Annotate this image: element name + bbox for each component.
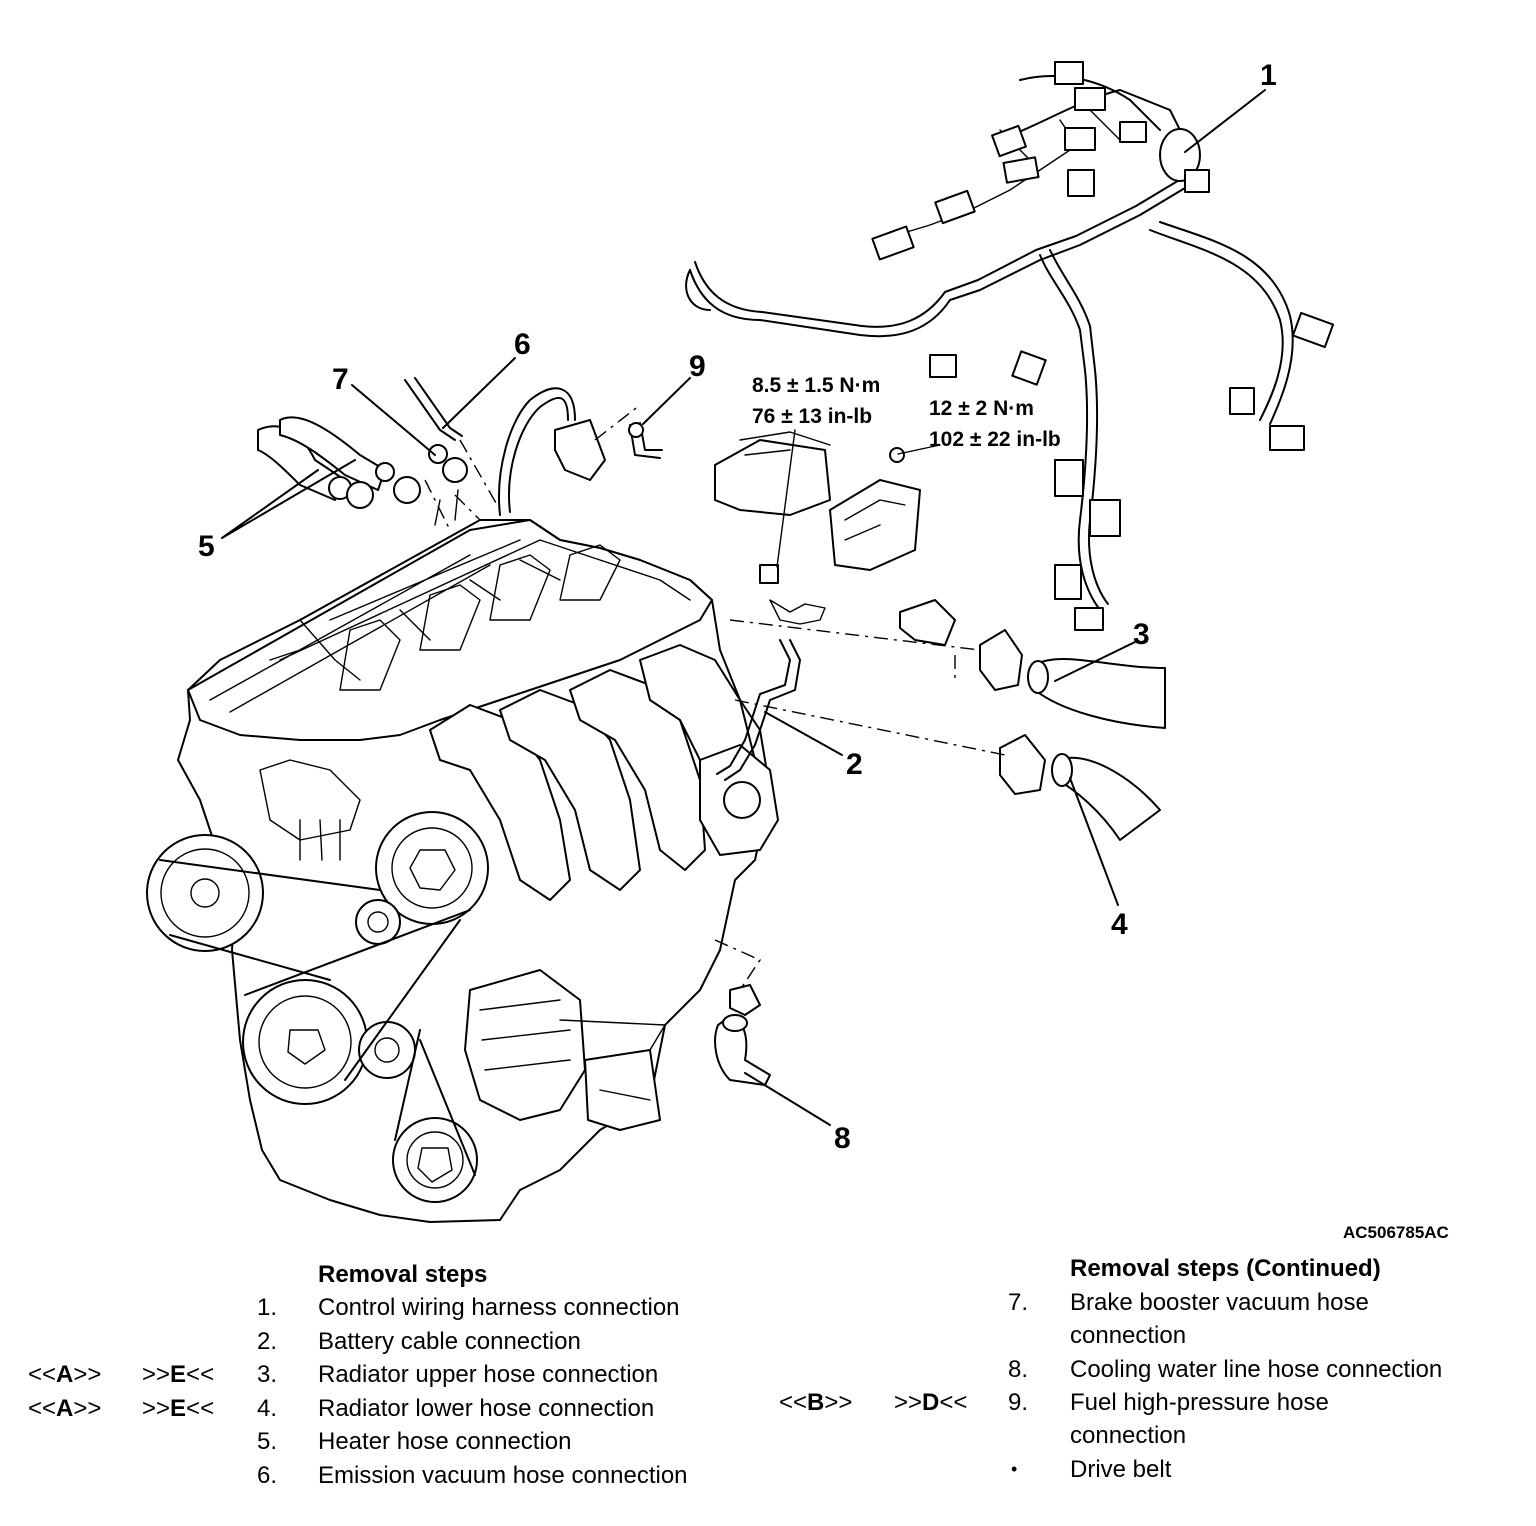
step-text-continued: connection [1070, 1322, 1187, 1349]
step-text: Heater hose connection [318, 1428, 572, 1455]
service-point-mark: <<B>> [779, 1389, 853, 1416]
torque-spec-2-imperial: 102 ± 22 in-lb [929, 428, 1061, 451]
callout-6: 6 [514, 328, 531, 361]
callout-1: 1 [1260, 59, 1277, 92]
callout-5: 5 [198, 530, 215, 563]
step-text: Battery cable connection [318, 1328, 581, 1355]
step-text: Control wiring harness connection [318, 1294, 680, 1321]
service-point-mark: >>E<< [142, 1395, 215, 1422]
step-text: Fuel high-pressure hose [1070, 1389, 1329, 1416]
callout-8: 8 [834, 1122, 851, 1155]
service-point-mark: >>E<< [142, 1361, 215, 1388]
engine-assembly [146, 519, 779, 1223]
step-text: Brake booster vacuum hose [1070, 1289, 1369, 1316]
step-number: 6. [257, 1462, 278, 1489]
engine-diagram: 1 2 3 4 5 6 7 8 9 8.5 ± 1.5 N·m 76 ± 13 … [146, 59, 1449, 1240]
step-number: 2. [257, 1328, 278, 1355]
torque-spec-1-imperial: 76 ± 13 in-lb [752, 405, 872, 428]
step-text: Radiator lower hose connection [318, 1395, 655, 1422]
figure-id: AC506785AC [1343, 1223, 1449, 1240]
callout-9: 9 [689, 350, 706, 383]
leader-lines [221, 89, 1266, 1126]
torque-spec-2-metric: 12 ± 2 N·m [929, 397, 1034, 420]
callout-4: 4 [1111, 908, 1128, 941]
service-point-mark: <<A>> [28, 1395, 102, 1422]
list-heading: Removal steps (Continued) [1070, 1255, 1381, 1282]
battery-cable [716, 564, 826, 781]
step-text: Emission vacuum hose connection [318, 1462, 688, 1489]
step-text-continued: connection [1070, 1422, 1187, 1449]
cooling-hose [714, 939, 771, 1086]
relay-box [714, 431, 956, 646]
service-point-mark: <<A>> [28, 1361, 102, 1388]
step-text: Drive belt [1070, 1456, 1172, 1483]
callout-2: 2 [846, 748, 863, 781]
radiator-hoses [729, 619, 1166, 841]
service-point-mark: >>D<< [894, 1389, 968, 1416]
step-text: Radiator upper hose connection [318, 1361, 659, 1388]
bullet-icon: • [1011, 1459, 1018, 1479]
control-wiring-harness [685, 61, 1335, 631]
torque-spec-1-metric: 8.5 ± 1.5 N·m [752, 374, 880, 397]
step-number: 7. [1008, 1289, 1029, 1316]
callout-7: 7 [332, 363, 349, 396]
hoses-upper [257, 377, 663, 531]
step-number: 5. [257, 1428, 278, 1455]
step-text: Cooling water line hose connection [1070, 1356, 1443, 1383]
list-heading: Removal steps [318, 1261, 488, 1288]
step-number: 8. [1008, 1356, 1029, 1383]
callout-3: 3 [1133, 618, 1150, 651]
step-number: 4. [257, 1395, 278, 1422]
step-number: 1. [257, 1294, 278, 1321]
step-number: 3. [257, 1361, 278, 1388]
step-number: 9. [1008, 1389, 1029, 1416]
